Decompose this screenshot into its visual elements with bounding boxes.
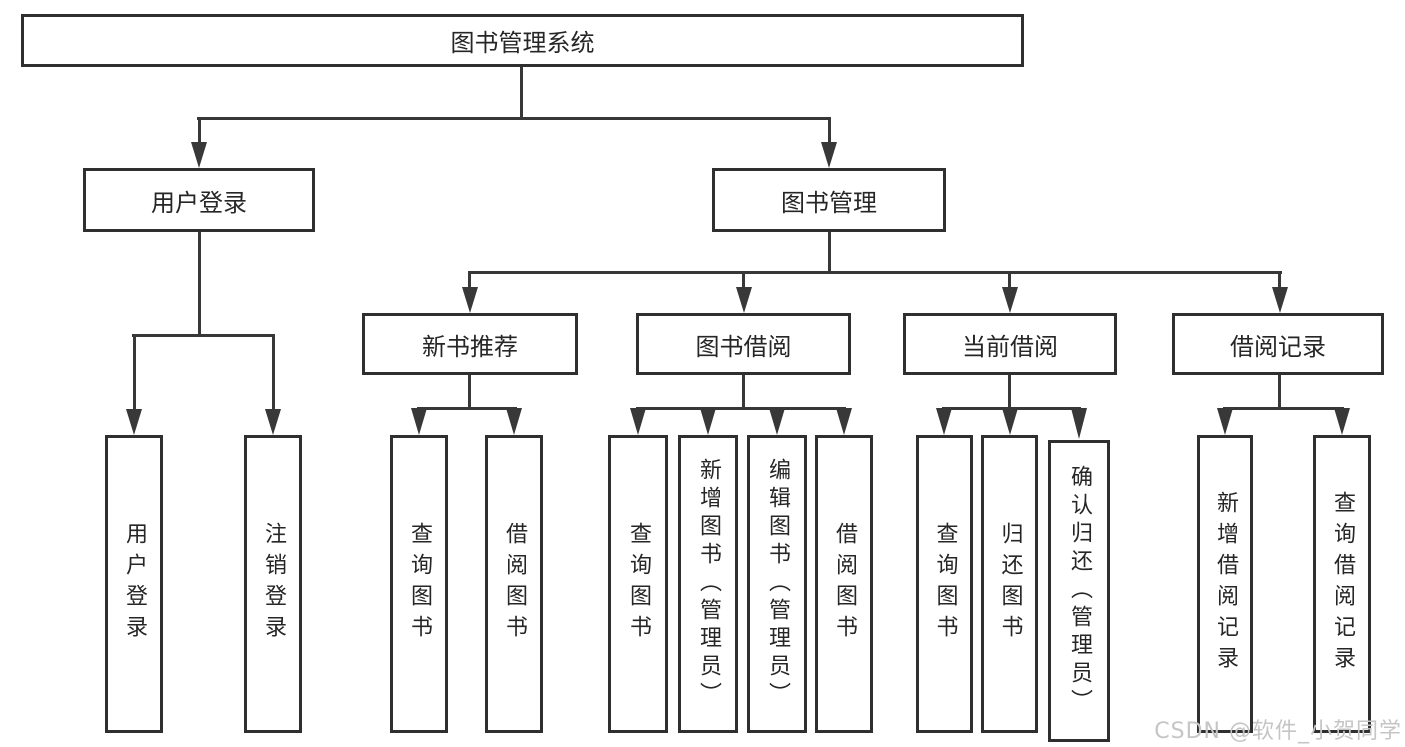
arrow-to-book-borrow (736, 287, 752, 313)
leaf-label: 借阅图书 (832, 522, 857, 646)
arrow-to-add-record (1217, 408, 1233, 435)
leaf-label: 查询图书 (407, 522, 432, 646)
leaf-label: 确认归还（管理员） (1067, 465, 1092, 717)
leaf-return-book: 归还图书 (981, 435, 1038, 733)
connector-root-rail (197, 117, 831, 120)
node-label: 新书推荐 (422, 332, 518, 361)
connector-leaf-user-login-drop (133, 334, 136, 409)
leaf-label: 新增图书（管理员） (696, 458, 721, 710)
node-new-book-recommend: 新书推荐 (362, 313, 578, 375)
connector-borrow-records-rail (1223, 407, 1344, 410)
arrow-to-return-book (1002, 408, 1018, 435)
arrow-to-borrow-book-1 (506, 408, 522, 435)
arrow-to-query-book-2 (630, 408, 646, 435)
arrow-to-edit-book (769, 408, 785, 435)
leaf-query-book-3: 查询图书 (916, 435, 973, 733)
node-library-management-system: 图书管理系统 (21, 14, 1024, 67)
connector-new-book-rail (417, 407, 517, 410)
leaf-label: 查询借阅记录 (1330, 491, 1355, 677)
leaf-label: 借阅图书 (502, 522, 527, 646)
arrow-to-borrow-records (1272, 287, 1288, 313)
arrow-to-leaf-logout (265, 409, 281, 435)
node-label: 借阅记录 (1230, 332, 1326, 361)
arrow-to-query-record (1334, 408, 1350, 435)
leaf-logout: 注销登录 (244, 435, 302, 733)
connector-book-borrow-drop (742, 271, 745, 288)
connector-user-login-rail (132, 334, 275, 337)
arrow-to-add-book (700, 408, 716, 435)
arrow-to-borrow-book-2 (836, 408, 852, 435)
connector-current-borrow-drop (1008, 271, 1011, 288)
node-user-login-group: 用户登录 (83, 168, 315, 232)
connector-borrow-records-drop (1278, 271, 1281, 288)
connector-book-mgmt-drop (828, 117, 831, 143)
connector-book-borrow-stem (742, 375, 745, 407)
arrow-to-user-login (191, 142, 207, 168)
connector-new-book-drop (468, 271, 471, 288)
node-book-management: 图书管理 (712, 168, 946, 232)
arrow-to-query-book-3 (936, 408, 952, 435)
arrow-to-confirm-return (1071, 408, 1087, 439)
leaf-label: 归还图书 (997, 522, 1023, 646)
connector-user-login-drop (198, 117, 201, 143)
leaf-borrow-book-1: 借阅图书 (485, 435, 543, 733)
leaf-add-book-admin: 新增图书（管理员） (678, 435, 738, 733)
leaf-query-book-2: 查询图书 (608, 435, 668, 733)
leaf-label: 注销登录 (261, 522, 286, 646)
leaf-label: 用户登录 (122, 522, 147, 646)
connector-root-stem (520, 67, 523, 117)
leaf-label: 查询图书 (932, 522, 958, 646)
node-label: 当前借阅 (962, 332, 1058, 361)
leaf-query-book-1: 查询图书 (390, 435, 448, 733)
arrow-to-leaf-user-login (126, 409, 142, 435)
connector-level3-rail (468, 271, 1282, 274)
leaf-label: 查询图书 (626, 522, 651, 646)
connector-new-book-stem (468, 375, 471, 407)
node-label: 图书管理系统 (450, 29, 595, 57)
csdn-watermark: CSDN @软件_小贺同学 (1154, 719, 1402, 744)
leaf-label: 编辑图书（管理员） (765, 458, 790, 710)
connector-borrow-records-stem (1278, 375, 1281, 407)
leaf-label: 新增借阅记录 (1213, 491, 1238, 677)
connector-current-borrow-stem (1008, 375, 1011, 407)
node-book-borrowing: 图书借阅 (636, 313, 851, 375)
leaf-edit-book-admin: 编辑图书（管理员） (747, 435, 807, 733)
arrow-to-query-book-1 (411, 408, 427, 435)
connector-user-login-stem (198, 232, 201, 334)
node-label: 用户登录 (151, 188, 247, 217)
arrow-to-new-book-rec (462, 287, 478, 313)
connector-leaf-logout-drop (272, 334, 275, 409)
leaf-borrow-book-2: 借阅图书 (815, 435, 873, 733)
node-current-borrowing: 当前借阅 (903, 313, 1117, 375)
node-label: 图书借阅 (695, 332, 792, 361)
leaf-confirm-return-admin: 确认归还（管理员） (1048, 440, 1110, 742)
connector-book-borrow-rail (636, 407, 846, 410)
connector-book-mgmt-stem (828, 232, 831, 271)
node-label: 图书管理 (781, 188, 877, 217)
leaf-user-login: 用户登录 (105, 435, 163, 733)
node-borrowing-records: 借阅记录 (1172, 313, 1384, 375)
leaf-query-borrow-record: 查询借阅记录 (1313, 435, 1371, 733)
arrow-to-current-borrow (1002, 287, 1018, 313)
leaf-add-borrow-record: 新增借阅记录 (1197, 435, 1253, 733)
arrow-to-book-mgmt (821, 142, 837, 168)
